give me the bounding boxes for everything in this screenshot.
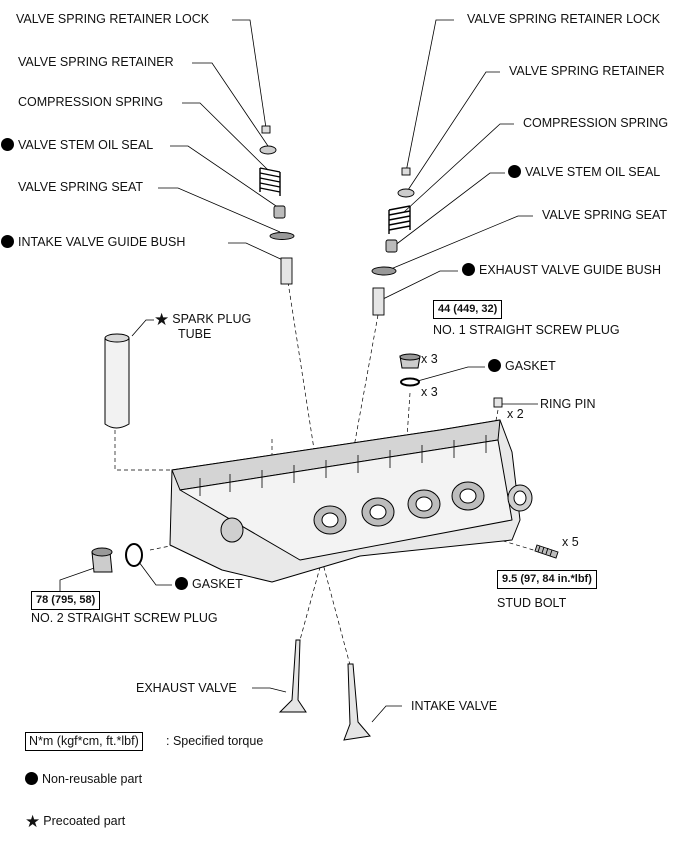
- leader-no2-plug: [59, 565, 101, 594]
- leader-right-stem-seal: [393, 172, 505, 247]
- label-intake-valve: INTAKE VALVE: [411, 699, 498, 713]
- label-left-spring-seat: VALVE SPRING SEAT: [18, 180, 144, 194]
- label-right-compression-spring: COMPRESSION SPRING: [523, 116, 669, 130]
- legend-torque-box: N*m (kgf*cm, ft.*lbf): [25, 732, 143, 751]
- leader-right-spring-seat: [385, 215, 533, 272]
- leader-left-spring-seat: [158, 187, 281, 233]
- non-reusable-icon: [488, 359, 501, 372]
- label-exhaust-guide-bush: EXHAUST VALVE GUIDE BUSH: [462, 263, 661, 278]
- legend-non-reusable: Non-reusable part: [25, 772, 142, 787]
- label-right-stem-oil-seal: VALVE STEM OIL SEAL: [508, 165, 660, 180]
- torque-no1-plug: 44 (449, 32): [433, 300, 503, 319]
- stud-bolt-part: [534, 544, 559, 559]
- exhaust-valve-part: [278, 639, 307, 713]
- label-right-retainer: VALVE SPRING RETAINER: [509, 64, 665, 78]
- label-no1-plug: NO. 1 STRAIGHT SCREW PLUG: [433, 323, 620, 337]
- leader-gasket-right: [413, 366, 485, 383]
- left-spring-part: [259, 167, 281, 196]
- label-x3-gasket: x 3: [421, 385, 438, 399]
- non-reusable-icon: [1, 138, 14, 151]
- right-spring-seat-part: [371, 266, 397, 276]
- right-valve-train: [371, 167, 415, 316]
- non-reusable-icon: [175, 577, 188, 590]
- intake-guide-bush-part: [280, 257, 293, 285]
- leader-intake-bush: [228, 242, 288, 263]
- leader-right-retainer: [407, 71, 500, 191]
- right-spring-part: [388, 205, 411, 234]
- leader-exhaust-valve: [252, 687, 287, 693]
- cylinder-head-part: [169, 419, 533, 583]
- non-reusable-icon: [1, 235, 14, 248]
- no1-plug-part: [399, 353, 421, 369]
- leader-left-spring: [182, 102, 269, 171]
- exhaust-guide-bush-part: [372, 287, 385, 316]
- left-stem-seal-part: [273, 205, 286, 219]
- leader-gasket-left: [135, 557, 172, 586]
- label-left-retainer: VALVE SPRING RETAINER: [18, 55, 174, 69]
- leader-left-stem-seal: [170, 145, 280, 209]
- label-right-spring-seat: VALVE SPRING SEAT: [542, 208, 668, 222]
- label-exhaust-valve: EXHAUST VALVE: [136, 681, 237, 695]
- label-left-retainer-lock: VALVE SPRING RETAINER LOCK: [16, 12, 210, 26]
- label-left-stem-oil-seal: VALVE STEM OIL SEAL: [1, 138, 153, 153]
- label-x5-stud: x 5: [562, 535, 579, 549]
- right-stem-seal-part: [385, 239, 398, 253]
- label-right-retainer-lock: VALVE SPRING RETAINER LOCK: [467, 12, 661, 26]
- non-reusable-icon: [508, 165, 521, 178]
- right-gasket-part: [400, 377, 420, 387]
- intake-valve-part: [343, 663, 371, 741]
- right-retainer-lock-part: [401, 167, 411, 176]
- precoated-star-icon: ★: [154, 310, 170, 329]
- leader-right-spring: [403, 123, 514, 213]
- label-x3-plug: x 3: [421, 352, 438, 366]
- leader-exhaust-bush: [380, 270, 458, 301]
- left-retainer-part: [259, 145, 277, 155]
- label-x2-ring-pin: x 2: [507, 407, 524, 421]
- left-valve-train: [259, 125, 295, 285]
- no2-plug-part: [91, 547, 113, 573]
- precoated-star-icon: ★: [25, 812, 41, 831]
- label-intake-guide-bush: INTAKE VALVE GUIDE BUSH: [1, 235, 185, 250]
- label-gasket-left: GASKET: [175, 577, 243, 592]
- label-stud-bolt: STUD BOLT: [497, 596, 567, 610]
- non-reusable-icon: [462, 263, 475, 276]
- leader-spark-tube: [131, 319, 154, 337]
- leader-left-retainer-lock: [232, 19, 267, 129]
- right-retainer-part: [397, 188, 415, 198]
- left-gasket-part: [125, 543, 143, 567]
- leader-intake-valve: [371, 705, 402, 723]
- legend-precoated: ★Precoated part: [25, 812, 126, 831]
- label-left-compression-spring: COMPRESSION SPRING: [18, 95, 164, 109]
- label-gasket-right: GASKET: [488, 359, 556, 374]
- legend-torque-desc: : Specified torque: [166, 734, 264, 748]
- label-ring-pin: RING PIN: [540, 397, 596, 411]
- non-reusable-icon: [25, 772, 38, 785]
- left-spring-seat-part: [269, 232, 295, 240]
- leader-right-retainer-lock: [405, 19, 454, 173]
- spark-plug-tube-part: [104, 333, 130, 429]
- torque-stud-bolt: 9.5 (97, 84 in.*lbf): [497, 570, 597, 589]
- label-no2-plug: NO. 2 STRAIGHT SCREW PLUG: [31, 611, 218, 625]
- ring-pin-part: [493, 397, 503, 408]
- torque-no2-plug: 78 (795, 58): [31, 591, 101, 610]
- leader-left-retainer: [192, 62, 269, 147]
- left-retainer-lock-part: [261, 125, 271, 134]
